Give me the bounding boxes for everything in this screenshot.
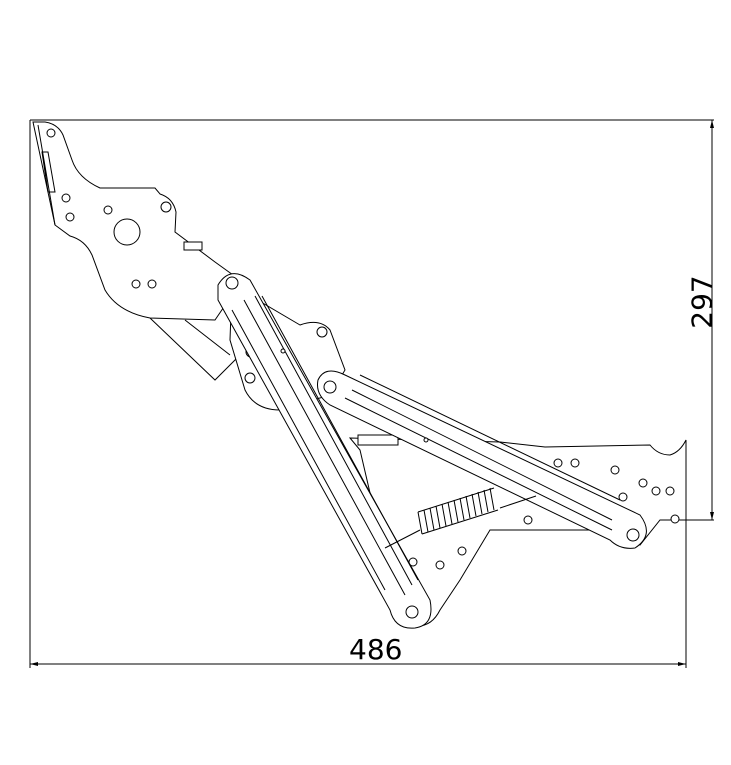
dimension-lines [29, 119, 714, 668]
height-dimension-label: 297 [685, 275, 719, 329]
long-arm [217, 273, 432, 629]
short-arm [317, 370, 647, 549]
top-bracket [32, 121, 241, 381]
width-dimension-label: 486 [349, 633, 403, 666]
spring [384, 487, 537, 549]
